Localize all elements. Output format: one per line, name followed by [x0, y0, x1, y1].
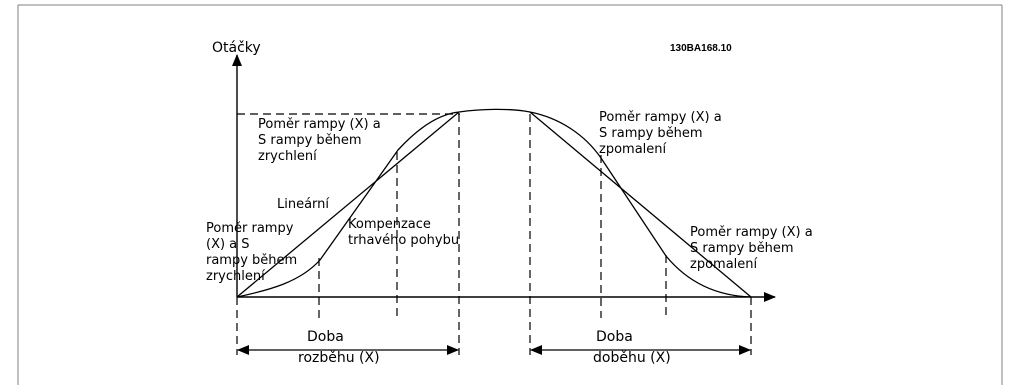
linear-ramp-down — [529, 111, 752, 298]
figure-code: 130BA168.10 — [670, 43, 732, 54]
decel-upper-label: Poměr rampy (X) a S rampy během zpomalen… — [599, 110, 726, 157]
accel-lower-label: Poměr rampy (X) a S rampy během zrychlen… — [206, 221, 301, 284]
ramp-down-time-label-line1: Doba — [596, 329, 633, 345]
accel-upper-label: Poměr rampy (X) a S rampy během zrychlen… — [258, 117, 385, 164]
linear-label: Lineární — [277, 197, 329, 212]
jerk-compensation-label: Kompenzace trhavého pohybu — [348, 217, 459, 248]
y-axis-label: Otáčky — [212, 40, 261, 56]
ramp-up-time-label-line2: rozběhu (X) — [298, 350, 380, 366]
s-ramp-curve — [236, 108, 752, 298]
decel-lower-label: Poměr rampy (X) a S rampy během zpomalen… — [690, 225, 817, 272]
ramp-down-time-label-line2: doběhu (X) — [593, 350, 671, 366]
linear-ramp-up — [236, 111, 460, 298]
ramp-up-time-label-line1: Doba — [307, 329, 344, 345]
